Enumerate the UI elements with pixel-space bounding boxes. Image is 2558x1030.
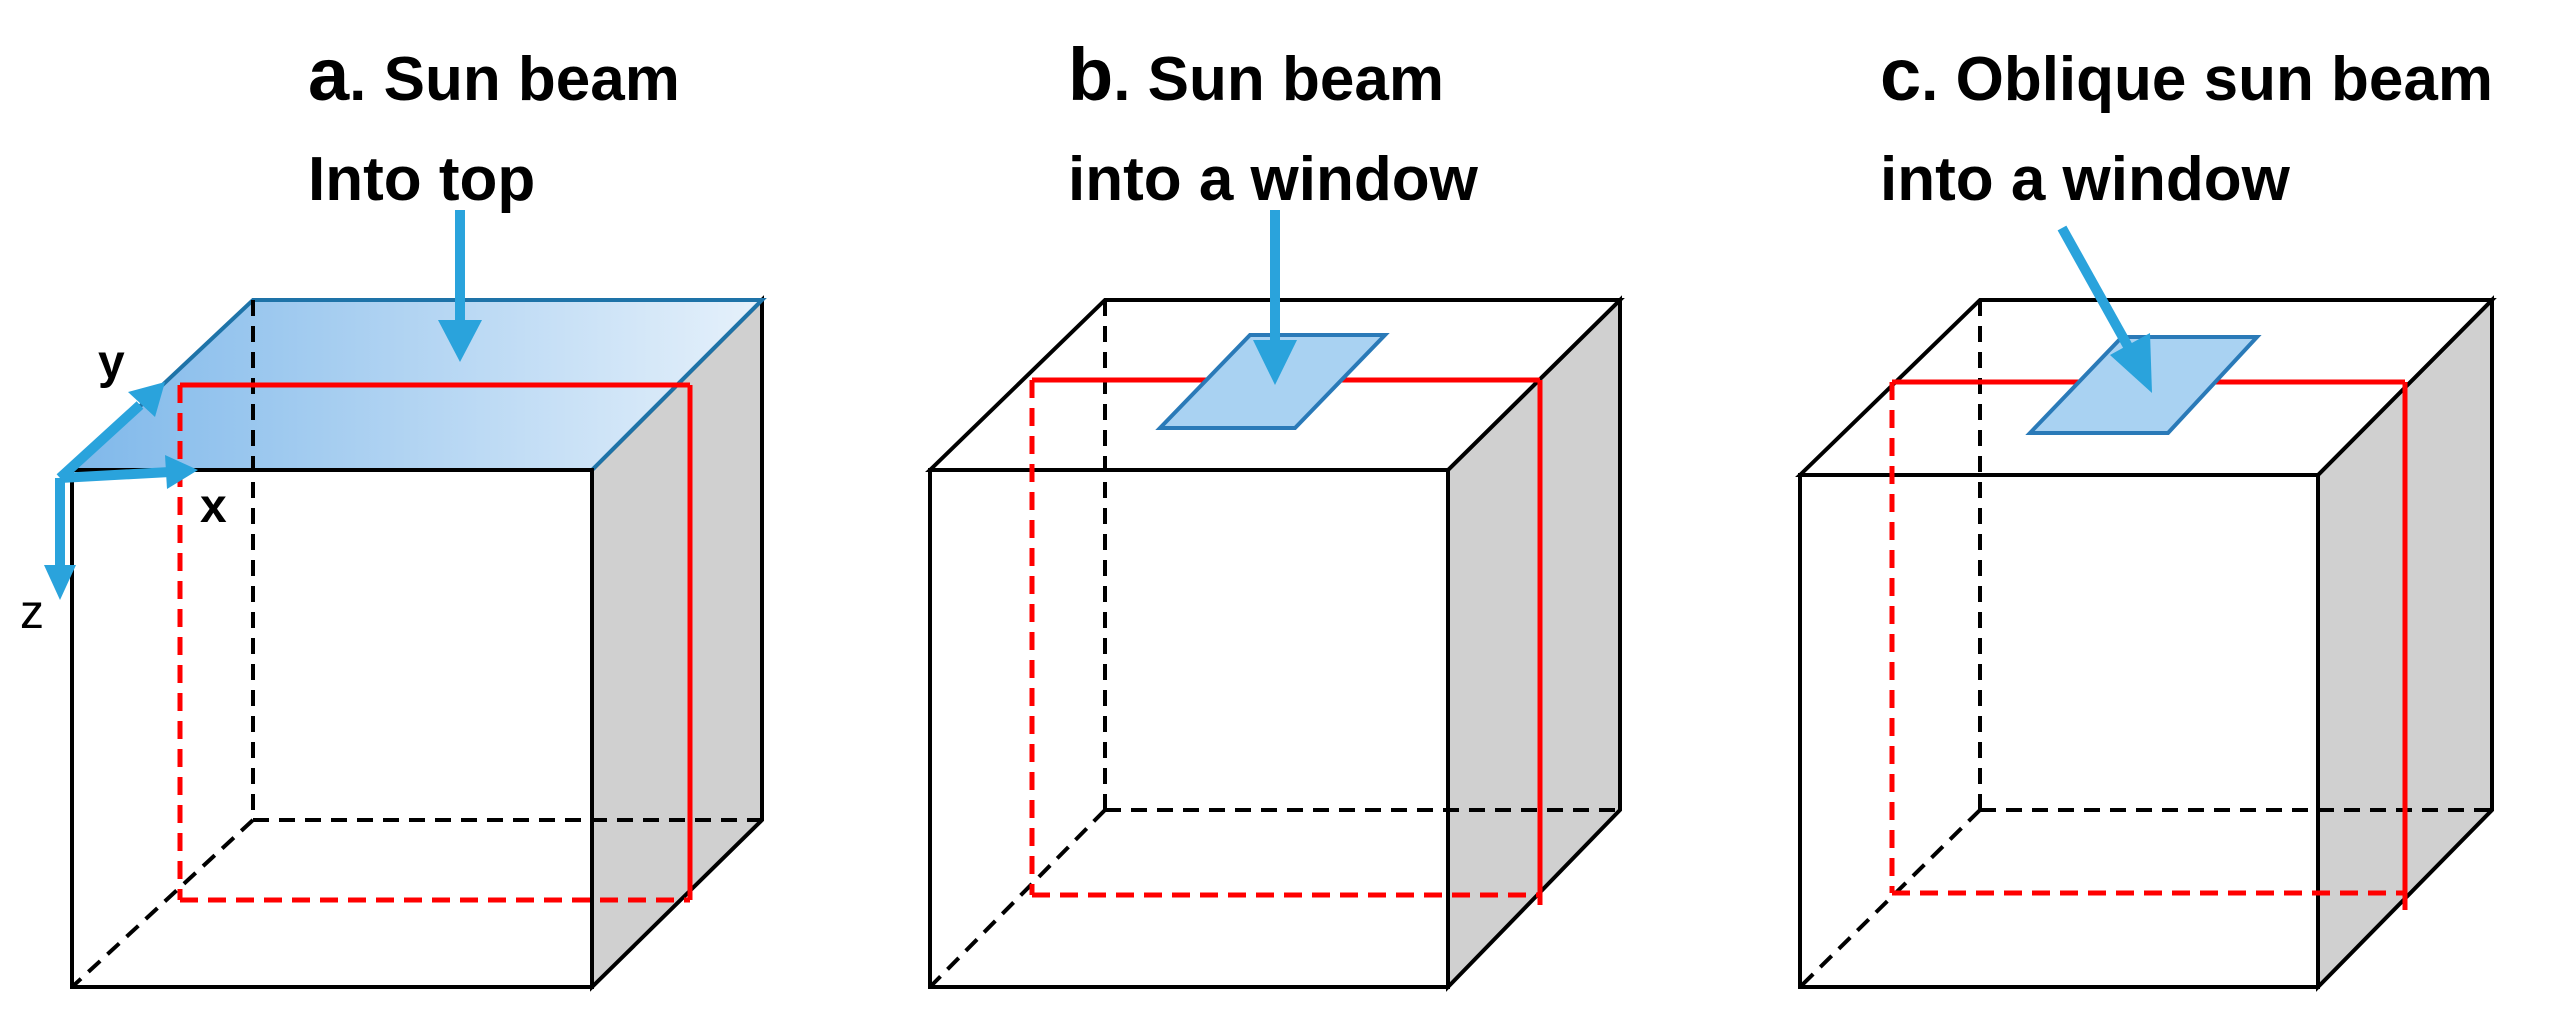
- panel-b-title-line2: into a window: [1068, 145, 1479, 214]
- panel-c-beam-arrowhead: [2110, 333, 2152, 393]
- panel-b-label: b. Sun beam: [1068, 33, 1444, 116]
- panel-c-hidden-edge: [1798, 808, 1982, 989]
- panel-b-beam-arrowhead: [1253, 340, 1297, 385]
- panel-c-beam-arrow: [2057, 225, 2135, 353]
- panel-c-letter: c: [1880, 33, 1921, 116]
- panel-a: a. Sun beam Into top y x z: [20, 33, 767, 992]
- panel-a-title-line2: Into top: [308, 145, 535, 214]
- panel-a-letter: a: [308, 33, 350, 116]
- panel-a-label: a. Sun beam: [308, 33, 680, 116]
- panel-c-label: c. Oblique sun beam: [1880, 33, 2493, 116]
- panel-b-hidden-edge: [928, 808, 1107, 989]
- panel-b-letter: b: [1068, 33, 1113, 116]
- panel-c-front-face: [1798, 473, 2320, 989]
- z-axis-arrowhead: [44, 565, 76, 600]
- panel-c-title-line1: . Oblique sun beam: [1921, 45, 2493, 114]
- y-axis-arrow: [56, 401, 144, 482]
- panel-a-title-line1: . Sun beam: [349, 45, 680, 114]
- panel-a-hidden-edge: [70, 818, 255, 989]
- z-axis-label: z: [20, 586, 44, 639]
- x-axis-arrowhead: [165, 455, 198, 489]
- x-axis-label: x: [200, 480, 227, 533]
- axes-triad: y x z: [20, 336, 227, 639]
- panel-a-beam-arrowhead: [438, 320, 482, 362]
- panel-c-title-line2: into a window: [1880, 145, 2291, 214]
- panel-b-title-line1: . Sun beam: [1113, 45, 1444, 114]
- panel-b-window: [1155, 333, 1390, 430]
- panel-b: b. Sun beam into a window: [925, 33, 1625, 992]
- x-axis-arrow: [59, 467, 171, 483]
- panel-c: c. Oblique sun beam into a window: [1795, 33, 2497, 992]
- y-axis-label: y: [98, 336, 125, 389]
- panel-b-front-face: [928, 468, 1450, 989]
- panel-a-front-face: [70, 468, 594, 989]
- y-axis-arrowhead: [128, 382, 165, 417]
